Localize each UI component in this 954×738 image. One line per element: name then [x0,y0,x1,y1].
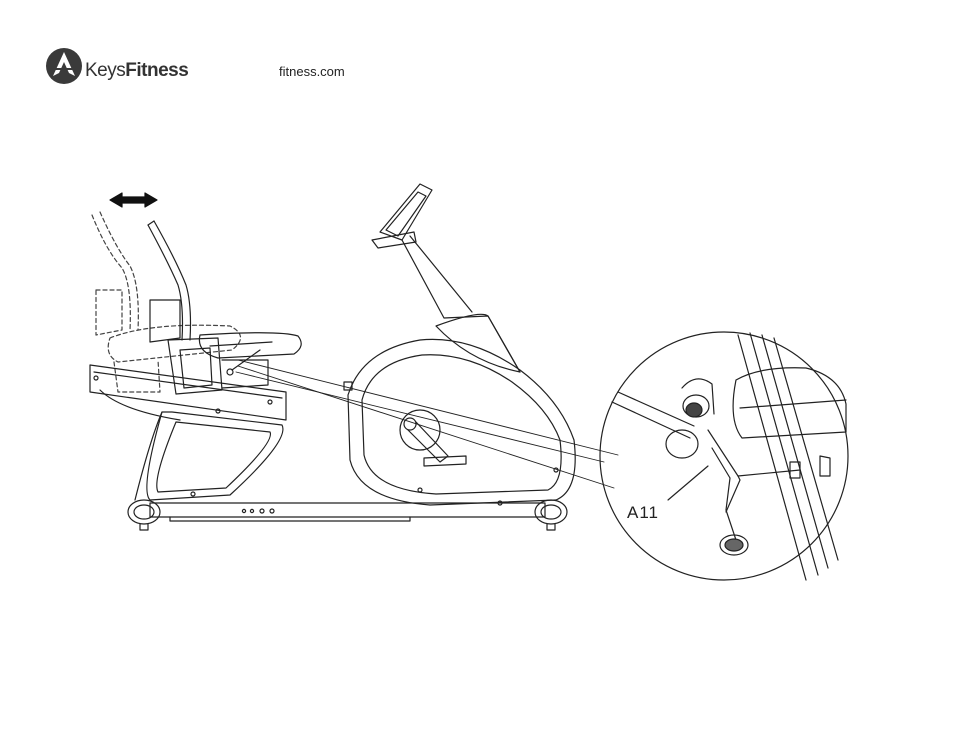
double-arrow-icon [110,193,157,207]
callout-label: A11 [627,503,659,523]
